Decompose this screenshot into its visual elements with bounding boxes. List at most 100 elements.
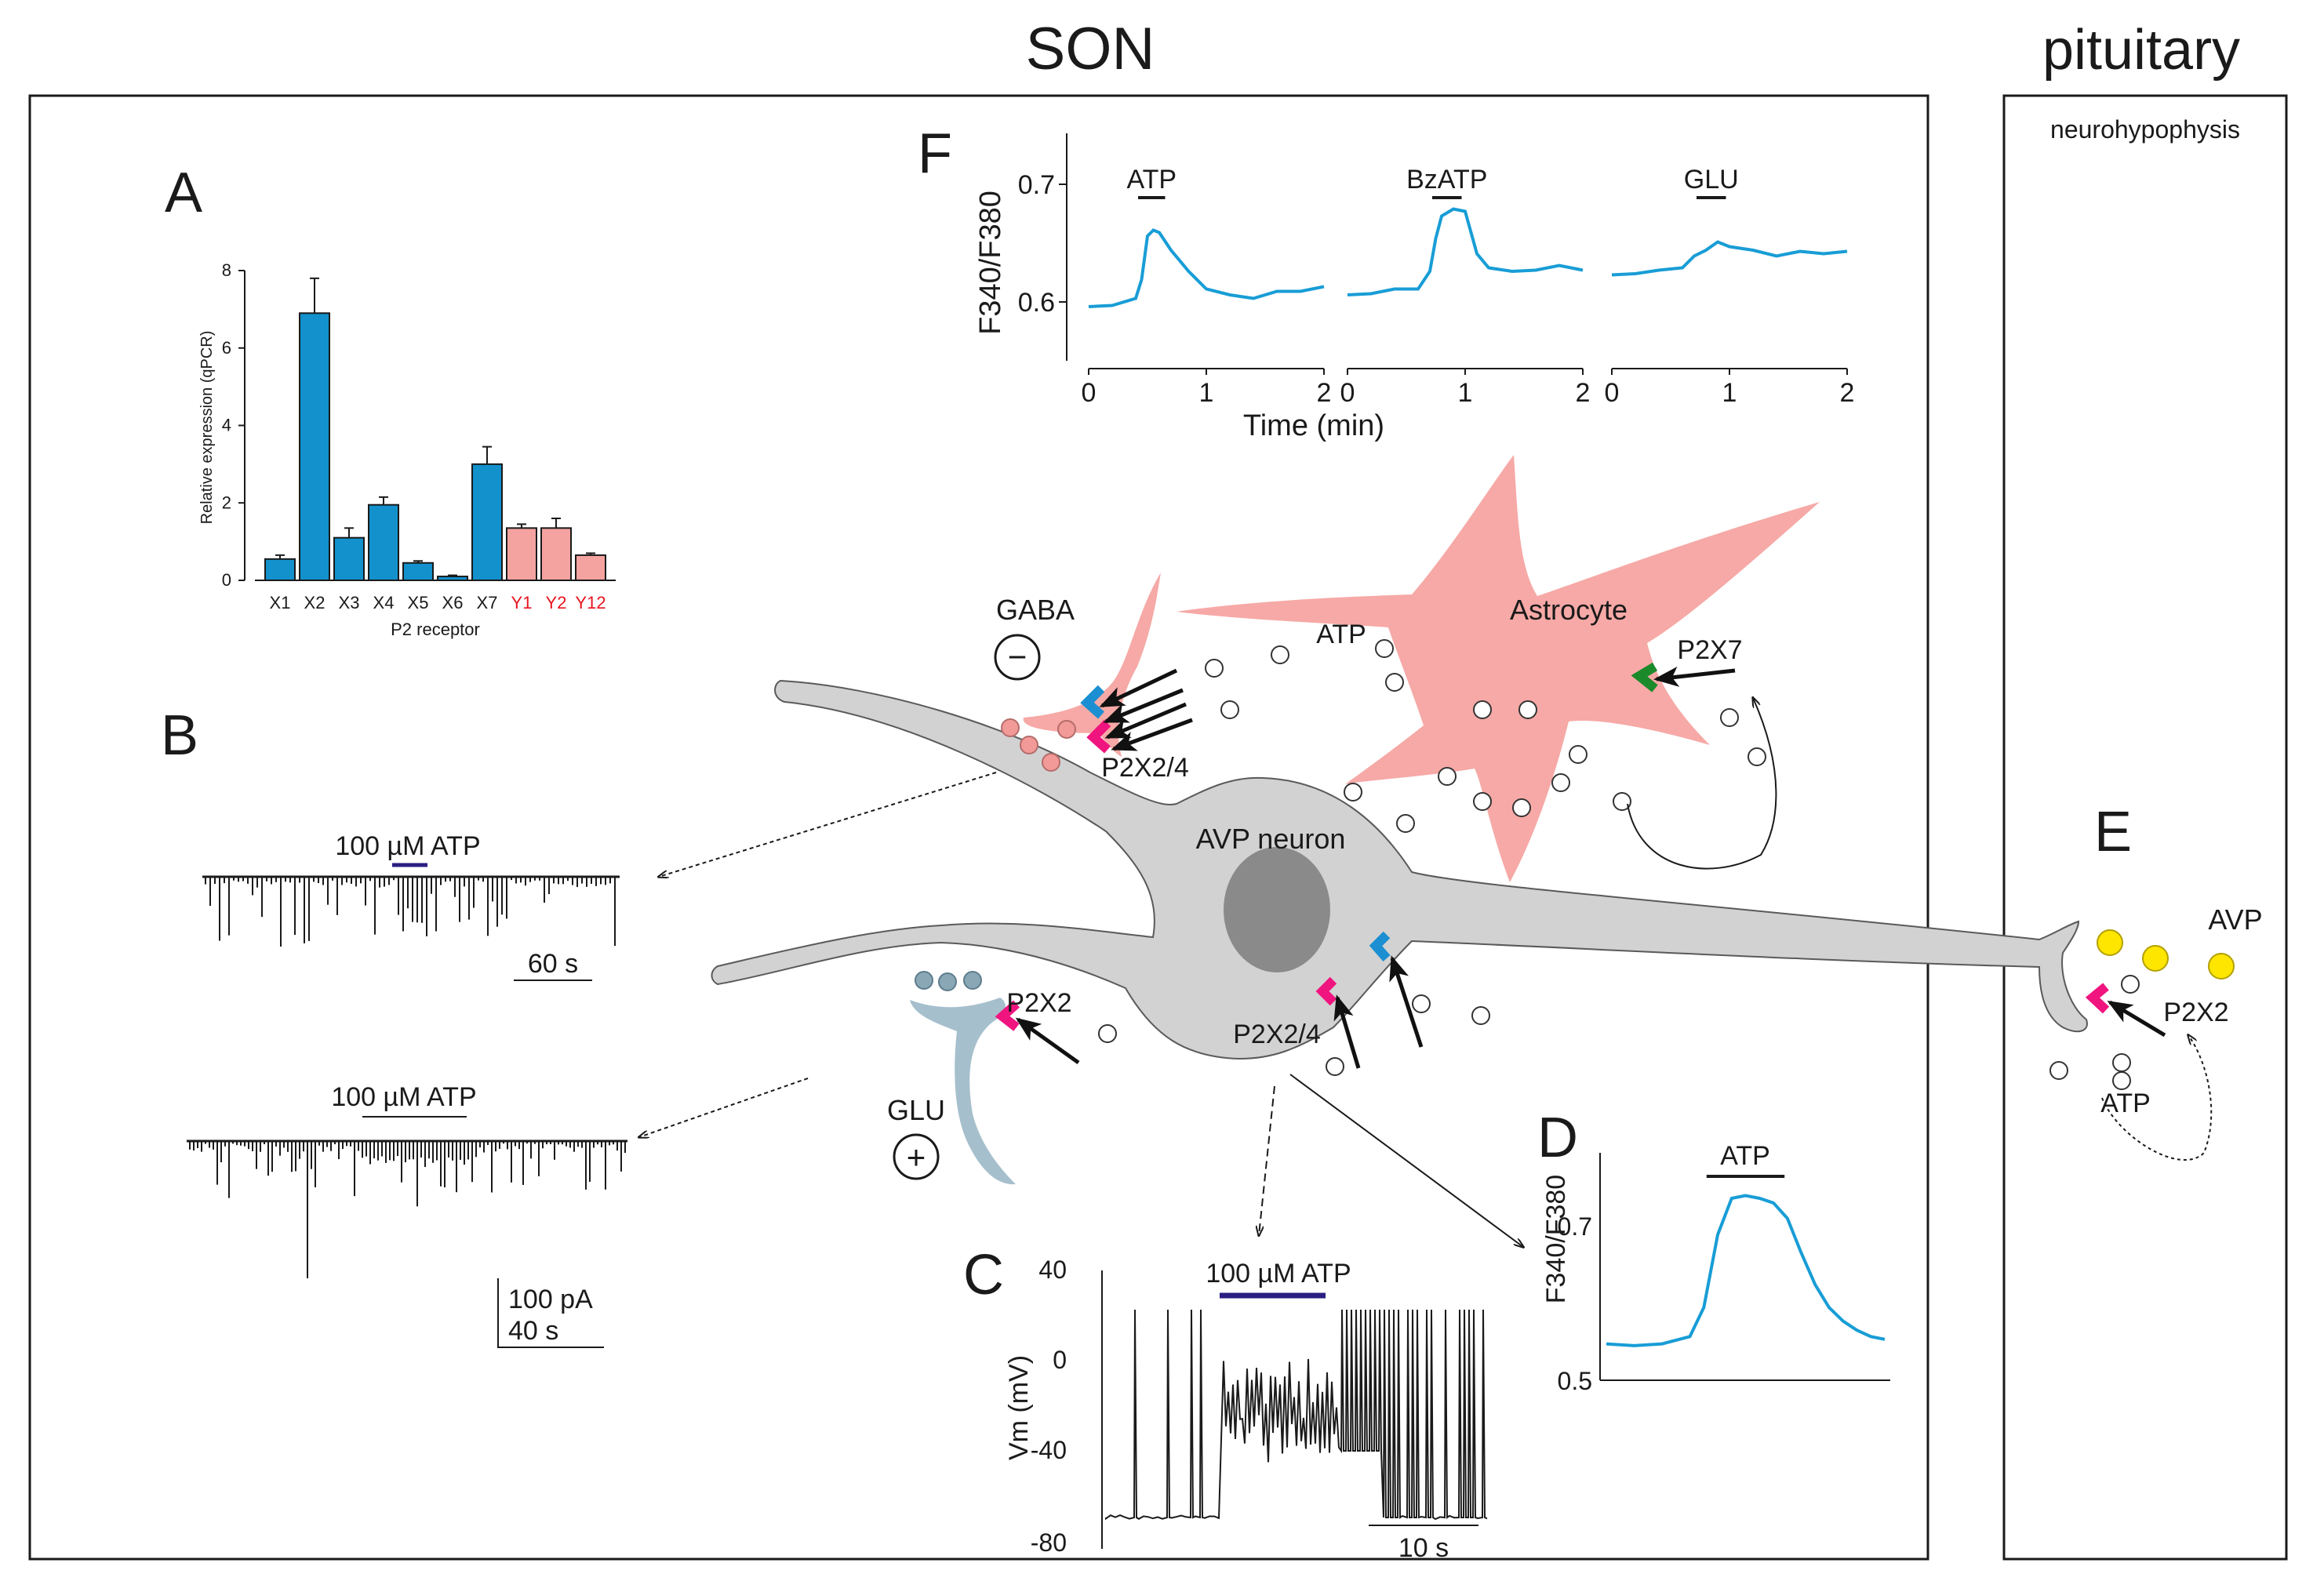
p2x2-receptor-glu [995, 1000, 1020, 1031]
f-xtick-label: 0 [1082, 378, 1097, 408]
a-ytick-label: 8 [222, 260, 231, 280]
panel-letter-d: D [1537, 1107, 1578, 1169]
glu-terminal [910, 998, 1016, 1185]
f-xtick-label: 0 [1340, 378, 1355, 408]
d-tick: 0.7 [1558, 1212, 1592, 1241]
atp-vesicles [1098, 639, 2140, 1090]
c-tick: -80 [1031, 1528, 1067, 1557]
b2-scale-bars [497, 1278, 604, 1348]
b2-scale-pa: 100 pA [508, 1285, 593, 1314]
a-bar [575, 554, 606, 581]
c-ylabel: Vm (mV) [1004, 1355, 1034, 1460]
avp-neuron-body [711, 679, 2088, 1060]
a-bar [299, 312, 330, 581]
receptors [995, 662, 2110, 1031]
a-category-label: Y12 [575, 593, 606, 612]
c-stim-label: 100 µM ATP [1206, 1259, 1351, 1289]
panel-c-trace: 40 0 -40 -80 Vm (mV) 100 µM ATP 10 s [1004, 1256, 1488, 1563]
a-bar [333, 536, 365, 581]
b2-spikes [189, 1141, 626, 1278]
gaba-vesicle [1057, 720, 1076, 739]
c-trace-path [1105, 1309, 1488, 1521]
gaba-label: GABA [996, 594, 1075, 626]
a-ytick-label: 6 [222, 338, 231, 358]
a-ylabel: Relative expression (qPCR) [198, 331, 216, 525]
f-trace-line [1347, 207, 1584, 296]
a-ytick-label: 2 [222, 493, 231, 512]
panel-letter-a: A [165, 162, 202, 224]
astrocyte-label: Astrocyte [1510, 594, 1628, 626]
f-ytick-label: 0.6 [1018, 288, 1055, 318]
a-category-label: X7 [477, 593, 498, 612]
a-category-label: Y1 [511, 593, 533, 612]
d-ylabel: F340/F380 [1541, 1175, 1571, 1303]
d-stim-label: ATP [1720, 1141, 1770, 1171]
arrow-to-trace-c [1259, 1085, 1275, 1235]
f-xtick-label: 0 [1605, 378, 1620, 408]
f-subplot: 0 1 2 BzATP [1340, 165, 1591, 408]
p2x4-receptor-gaba [1080, 685, 1105, 719]
glu-vesicle [963, 971, 982, 990]
b1-scale-label: 60 s [528, 949, 578, 979]
son-title: SON [1026, 16, 1155, 82]
a-category-label: X2 [304, 593, 326, 612]
f-xtick-label: 2 [1840, 378, 1855, 408]
p2x2-receptor-gaba [1086, 719, 1111, 754]
f-xtick-label: 1 [1199, 378, 1214, 408]
p2x4-receptor-neuron [1369, 931, 1391, 961]
a-category-label: Y2 [546, 593, 567, 612]
p2x7-label: P2X7 [1677, 635, 1742, 665]
f-trace-line [1088, 228, 1325, 308]
astrocyte-body [1177, 455, 1820, 882]
glu-label: GLU [887, 1094, 945, 1126]
f-xtick-label: 1 [1722, 378, 1737, 408]
terminal-feedback-arrow [2101, 1035, 2213, 1161]
p2x2-receptor-neuron [1315, 976, 1337, 1006]
a-bar [540, 527, 572, 581]
panel-letter-e: E [2094, 801, 2132, 863]
a-category-label: X5 [408, 593, 429, 612]
c-scale-label: 10 s [1398, 1533, 1449, 1563]
gaba-terminal [1023, 572, 1161, 757]
a-ytick-label: 4 [222, 416, 231, 435]
pituitary-title: pituitary [2042, 19, 2240, 82]
f-stim-label: GLU [1684, 165, 1739, 194]
avp-neuron-label: AVP neuron [1196, 823, 1346, 855]
p2x2-terminal-label: P2X2 [2163, 998, 2228, 1027]
a-xlabel: P2 receptor [391, 620, 480, 639]
f-ylabel: F340/F380 [974, 191, 1007, 335]
a-bar [368, 503, 399, 581]
b2-stim-label: 100 µM ATP [331, 1082, 476, 1112]
avp-nucleus [1224, 847, 1330, 972]
avp-granules [2097, 929, 2235, 980]
panel-b-traces: 100 µM ATP 60 s 100 µM ATP 100 pA 40 s [187, 831, 627, 1348]
f-xtick-label: 2 [1317, 378, 1332, 408]
panel-letter-c: C [963, 1244, 1004, 1307]
a-category-label: X1 [270, 593, 291, 612]
inhibitory-sign [994, 634, 1041, 681]
p2x2-glu-label: P2X2 [1006, 988, 1071, 1018]
f-ytick-label: 0.7 [1018, 170, 1055, 200]
arrow-to-trace-d [1289, 1074, 1523, 1247]
p2x2-receptor-terminal [2085, 983, 2110, 1014]
panel-letter-f: F [918, 122, 952, 185]
p2x2-4-gaba-label: P2X2/4 [1101, 753, 1189, 783]
a-bar [437, 576, 468, 581]
a-category-label: X3 [339, 593, 360, 612]
f-stim-label: BzATP [1406, 165, 1487, 194]
f-xtick-label: 2 [1576, 378, 1591, 408]
b1-stim-label: 100 µM ATP [335, 831, 480, 861]
f-subplot: 0 1 2 GLU [1605, 165, 1855, 408]
atp-vesicles-label: ATP [1316, 620, 1366, 649]
plus-sign: + [907, 1139, 926, 1176]
p2x2-4-neuron-label: P2X2/4 [1233, 1020, 1321, 1049]
glu-vesicle [938, 972, 957, 991]
c-tick: 40 [1038, 1256, 1067, 1284]
f-xtick-label: 1 [1458, 378, 1473, 408]
a-bar [402, 562, 434, 581]
p2x7-receptor [1631, 662, 1658, 692]
